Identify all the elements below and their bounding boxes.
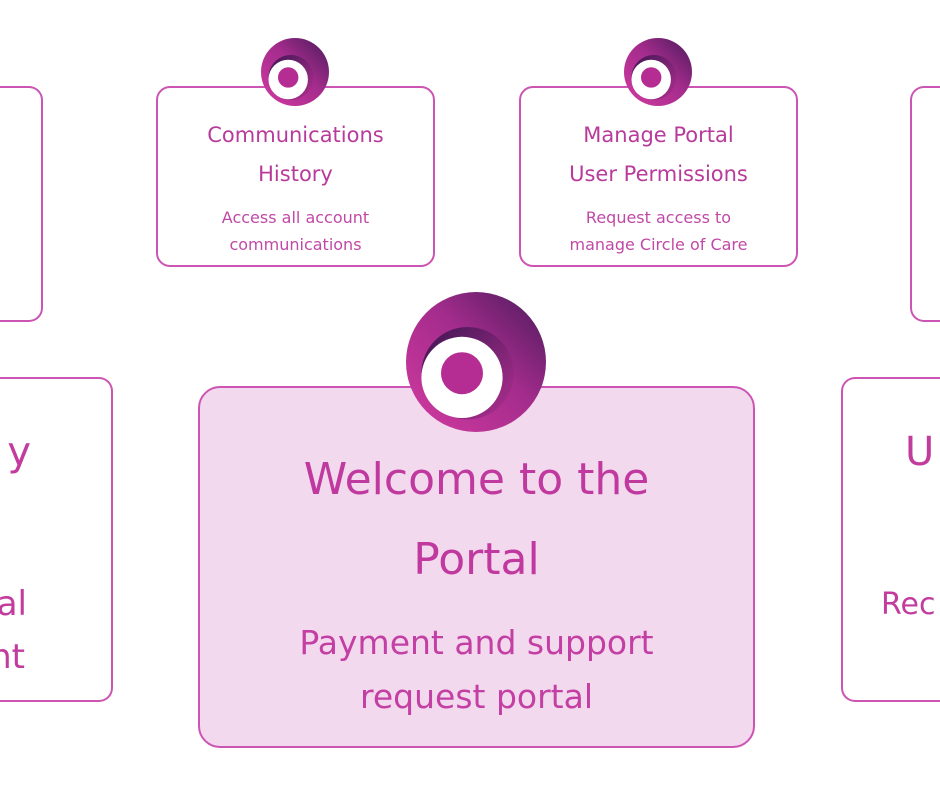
welcome-desc-line: Payment and support [299, 623, 654, 662]
partial-card-bottom-left[interactable]: y al nt [0, 377, 113, 702]
logo-icon [261, 38, 329, 106]
partial-card-bottom-right[interactable]: U Rec [841, 377, 940, 702]
card-title-fragment: y [7, 429, 31, 475]
welcome-desc-line: request portal [360, 677, 593, 716]
card-description: Access all account communications [158, 204, 433, 258]
partial-card-top-right[interactable] [910, 86, 940, 322]
card-desc-line: Access all account [221, 208, 370, 227]
welcome-description: Payment and support request portal [200, 616, 753, 724]
card-desc-fragment: Rec [881, 587, 936, 622]
logo-icon [624, 38, 692, 106]
card-desc-fragment: nt [0, 637, 25, 677]
card-title-line: User Permissions [569, 162, 748, 186]
card-title-line: Manage Portal [583, 123, 734, 147]
card-title-line: Communications [207, 123, 384, 147]
card-description: Request access to manage Circle of Care [521, 204, 796, 258]
card-title-fragment: U [905, 429, 935, 475]
card-desc-line: communications [229, 235, 362, 254]
partial-card-top-left[interactable] [0, 86, 43, 322]
card-desc-line: Request access to [585, 208, 732, 227]
logo-icon [406, 292, 546, 432]
welcome-title-line: Welcome to the [303, 454, 650, 505]
card-title-line: History [258, 162, 333, 186]
card-desc-fragment: al [0, 584, 27, 624]
card-desc-line: manage Circle of Care [569, 235, 748, 254]
welcome-title-line: Portal [413, 534, 540, 585]
